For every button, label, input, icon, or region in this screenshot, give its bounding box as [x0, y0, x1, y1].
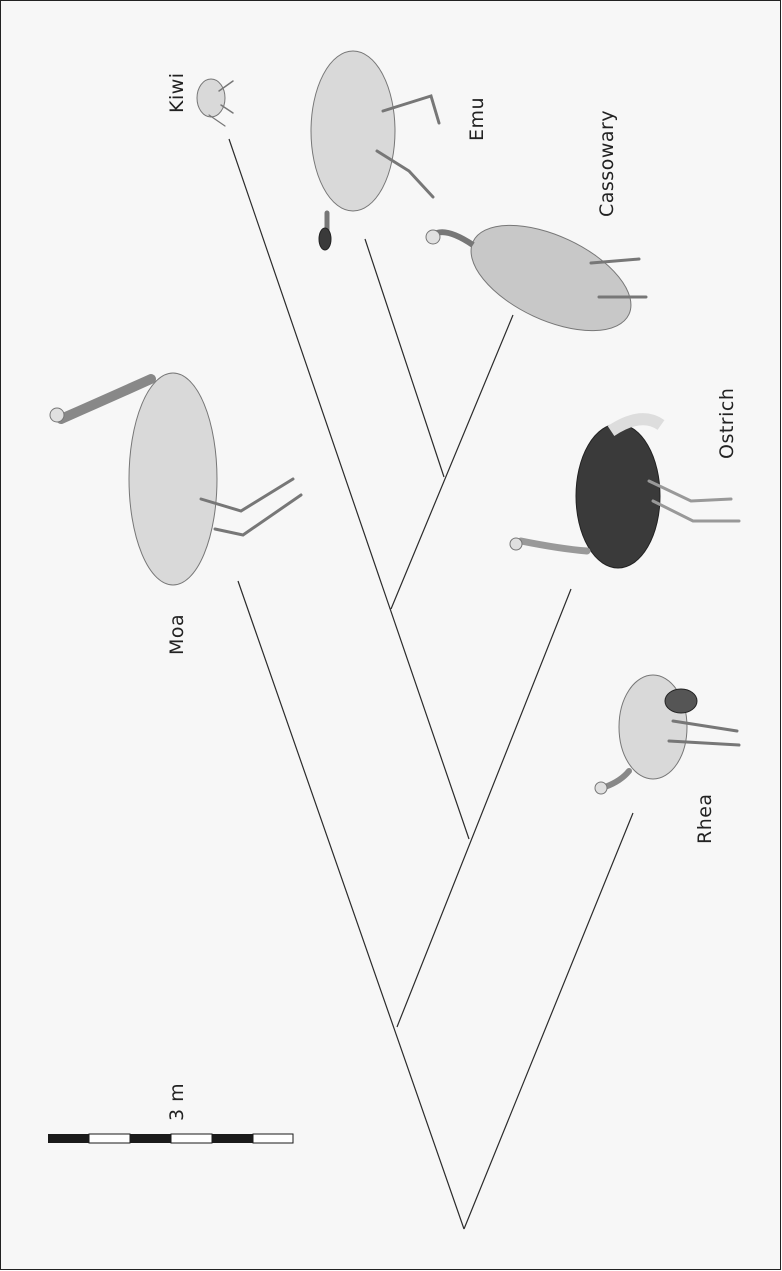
- kiwi-illustration: [197, 79, 233, 126]
- cassowary-illustration: [426, 204, 647, 353]
- scale-bar-label: 3 m: [166, 1083, 188, 1121]
- rhea-illustration: [595, 675, 739, 794]
- label-moa: Moa: [166, 614, 188, 655]
- scale-bar: 3 m: [48, 1083, 293, 1143]
- branch-node4-emu: [365, 239, 444, 477]
- label-rhea: Rhea: [694, 793, 716, 844]
- branch-node3-emu-cass: [391, 315, 513, 609]
- emu-illustration: [311, 51, 439, 250]
- label-ostrich: Ostrich: [716, 388, 738, 459]
- label-cassowary: Cassowary: [596, 110, 618, 217]
- branch-root-rhea: [464, 813, 633, 1229]
- branch-root-moa-clade: [238, 581, 464, 1229]
- ostrich-illustration: [510, 419, 739, 568]
- label-kiwi: Kiwi: [166, 72, 188, 113]
- label-emu: Emu: [466, 97, 488, 141]
- moa-illustration: [50, 373, 301, 585]
- branch-node1-ostrich: [397, 589, 571, 1027]
